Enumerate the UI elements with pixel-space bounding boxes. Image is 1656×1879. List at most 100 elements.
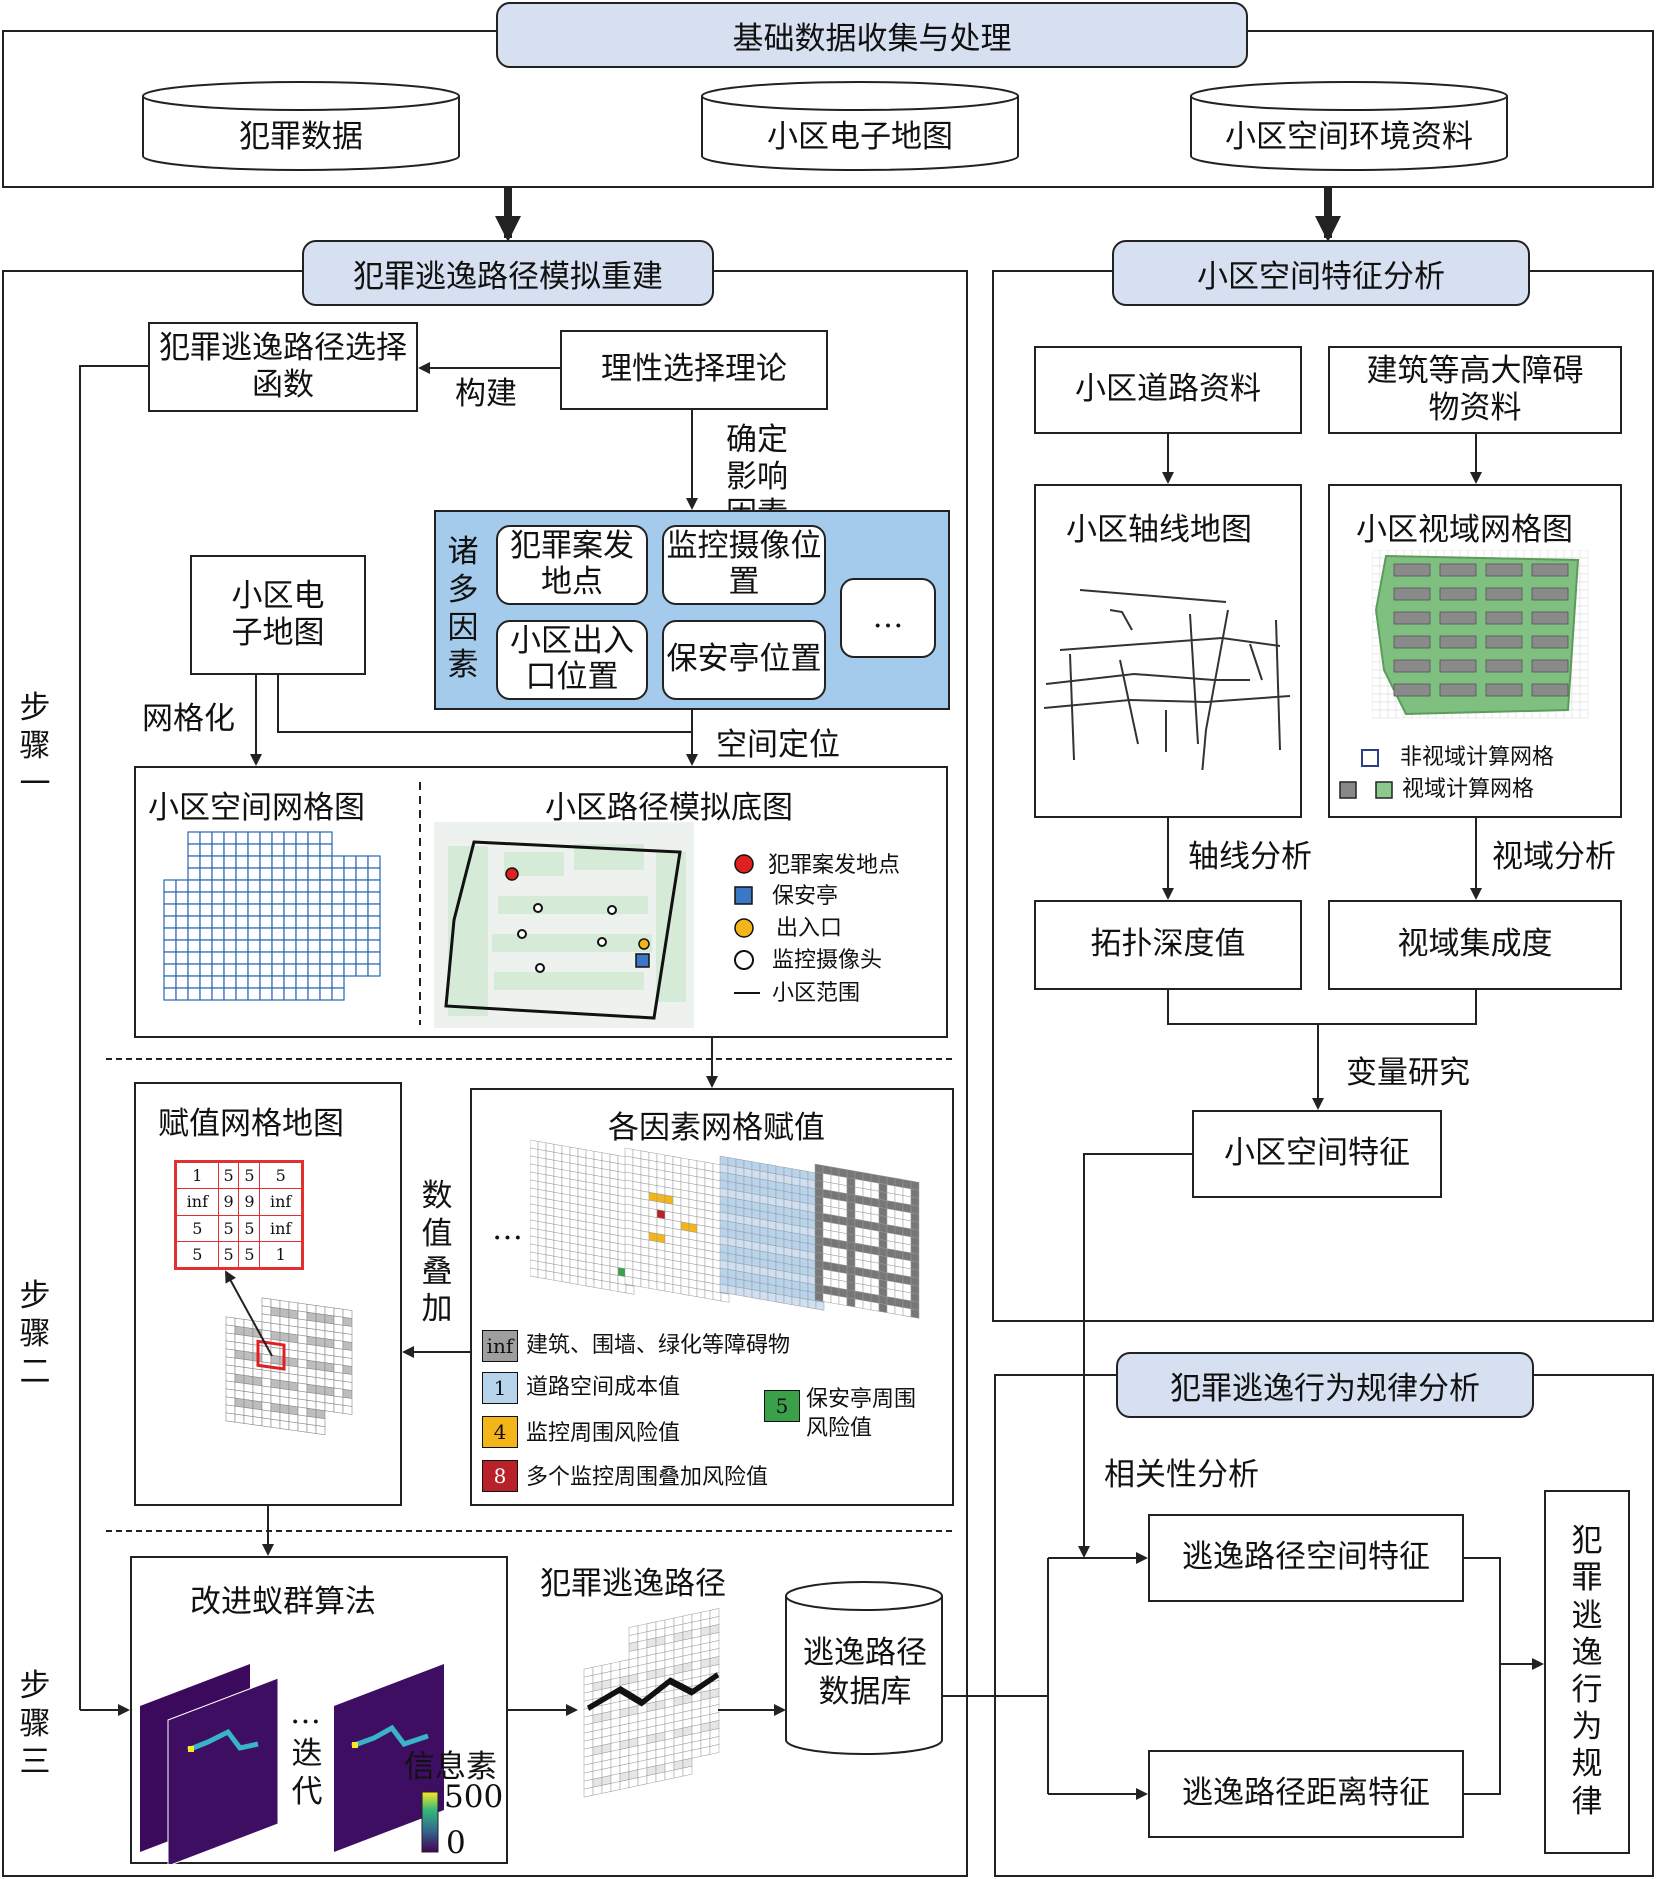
left-header-text: 犯罪逃逸路径模拟重建	[353, 258, 663, 295]
build-label: 构建	[455, 376, 517, 412]
sim-legend-guard: 保安亭	[772, 884, 839, 909]
community-map-box: 小区电子地图	[190, 555, 366, 675]
legend-swatch-multi: 8	[482, 1460, 518, 1492]
value-table-cell: 5	[238, 1240, 261, 1269]
factor-guard: 保安亭位置	[662, 620, 826, 700]
building-data-text: 建筑等高大障碍物资料	[1366, 352, 1584, 426]
value-table-cell: 1	[259, 1240, 302, 1269]
axis-map-panel	[1034, 484, 1302, 818]
step3-label: 步骤三	[19, 1668, 51, 1780]
depth-text: 拓扑深度值	[1090, 926, 1246, 963]
factor-grid-ellipsis: …	[492, 1211, 523, 1247]
axis-map-title: 小区轴线地图	[1066, 512, 1252, 548]
left-header: 犯罪逃逸路径模拟重建	[302, 240, 714, 306]
legend-text-road: 道路空间成本值	[526, 1375, 681, 1400]
aco-panel	[130, 1556, 508, 1864]
legend-code-multi: 8	[493, 1464, 507, 1488]
legend-swatch-road: 1	[482, 1372, 518, 1404]
db-text: 逃逸路径数据库	[803, 1635, 927, 1710]
legend-code-guard: 5	[775, 1394, 789, 1418]
path-title: 犯罪逃逸路径	[540, 1566, 726, 1602]
sim-legend-boundary: 小区范围	[772, 981, 861, 1006]
escape-path-grid	[583, 1608, 720, 1798]
gridify-label: 网格化	[142, 701, 235, 737]
aco-ellipsis: …	[290, 1695, 321, 1731]
legend-text-multi: 多个监控周围叠加风险值	[526, 1465, 769, 1490]
legend-text-inf: 建筑、围墙、绿化等障碍物	[526, 1333, 791, 1358]
vis-map-panel	[1328, 484, 1622, 818]
legend-code-road: 1	[493, 1376, 507, 1400]
grid-map-title: 小区空间网格图	[148, 790, 365, 826]
legend-text-guard: 保安亭周围风险值	[806, 1386, 916, 1443]
value-table-cell: 9	[238, 1188, 261, 1216]
law-text: 犯罪逃逸行为规律	[1571, 1523, 1603, 1820]
factor-more: …	[840, 578, 936, 658]
factor-entrance: 小区出入口位置	[496, 620, 648, 700]
factor-entrance-text: 小区出入口位置	[510, 623, 634, 695]
value-table-cell: inf	[176, 1188, 219, 1216]
factor-guard-text: 保安亭位置	[666, 641, 822, 678]
overlay-label: 数值叠加	[421, 1178, 453, 1328]
escape-distance-text: 逃逸路径距离特征	[1182, 1775, 1430, 1812]
road-data-text: 小区道路资料	[1075, 371, 1261, 408]
factor-grid-stack	[530, 1140, 920, 1319]
value-table-cell: inf	[259, 1188, 302, 1216]
integration-text: 视域集成度	[1397, 926, 1553, 963]
legend-swatch-inf: inf	[482, 1330, 518, 1362]
legend-code-inf: inf	[486, 1334, 514, 1358]
step1-label: 步骤一	[19, 690, 51, 802]
variable-label: 变量研究	[1346, 1055, 1470, 1091]
choice-function-text: 犯罪逃逸路径选择函数	[159, 329, 407, 403]
aco-title: 改进蚁群算法	[190, 1584, 376, 1620]
factor-camera: 监控摄像位置	[662, 525, 826, 605]
vis-legend-non: 非视域计算网格	[1400, 745, 1555, 770]
value-table-cell: 5	[176, 1214, 219, 1242]
divider-2	[106, 1530, 952, 1532]
spatial-feature-box: 小区空间特征	[1192, 1110, 1442, 1198]
blue-grid-map	[163, 831, 381, 1001]
bottom-right-header-text: 犯罪逃逸行为规律分析	[1170, 1370, 1480, 1407]
vis-map-title: 小区视域网格图	[1356, 512, 1573, 548]
legend-text-guard-span: 保安亭周围风险值	[806, 1387, 917, 1441]
assigned-grid-panel	[134, 1082, 402, 1506]
escape-spatial-box: 逃逸路径空间特征	[1148, 1514, 1464, 1602]
top-header-text: 基础数据收集与处理	[732, 20, 1012, 57]
vis-legend-calc: 视域计算网格	[1402, 777, 1535, 802]
depth-box: 拓扑深度值	[1034, 900, 1302, 990]
pheromone-maps	[140, 1664, 444, 1864]
escape-spatial-text: 逃逸路径空间特征	[1182, 1539, 1430, 1576]
legend-swatch-guard: 5	[764, 1390, 800, 1422]
cylinder-community-map: 小区电子地图	[767, 119, 953, 155]
right-header-text: 小区空间特征分析	[1197, 258, 1445, 295]
legend-swatch-camera: 4	[482, 1416, 518, 1448]
vis-map-drawing	[1372, 550, 1589, 719]
assigned-grid-title: 赋值网格地图	[158, 1106, 344, 1142]
factor-more-text: …	[872, 599, 904, 636]
law-box: 犯罪逃逸行为规律	[1544, 1490, 1630, 1854]
choice-function-box: 犯罪逃逸路径选择函数	[148, 322, 418, 412]
step2-label: 步骤二	[19, 1278, 51, 1390]
sim-base-map	[434, 822, 694, 1028]
vis-analysis-label: 视域分析	[1492, 839, 1616, 875]
bottom-right-header: 犯罪逃逸行为规律分析	[1116, 1352, 1534, 1418]
integration-box: 视域集成度	[1328, 900, 1622, 990]
cylinder-crime-data: 犯罪数据	[239, 119, 363, 155]
building-data-box: 建筑等高大障碍物资料	[1328, 346, 1622, 434]
scale-max: 500	[444, 1779, 504, 1815]
factor-grid-panel	[470, 1088, 954, 1506]
sim-legend-camera: 监控摄像头	[772, 948, 883, 973]
cylinder-environment-data: 小区空间环境资料	[1225, 119, 1473, 155]
rational-choice-box: 理性选择理论	[560, 330, 828, 410]
scale-min: 0	[446, 1825, 466, 1861]
sim-map-title: 小区路径模拟底图	[545, 790, 793, 826]
step1-panel	[134, 766, 948, 1038]
rational-choice-text: 理性选择理论	[601, 351, 787, 388]
